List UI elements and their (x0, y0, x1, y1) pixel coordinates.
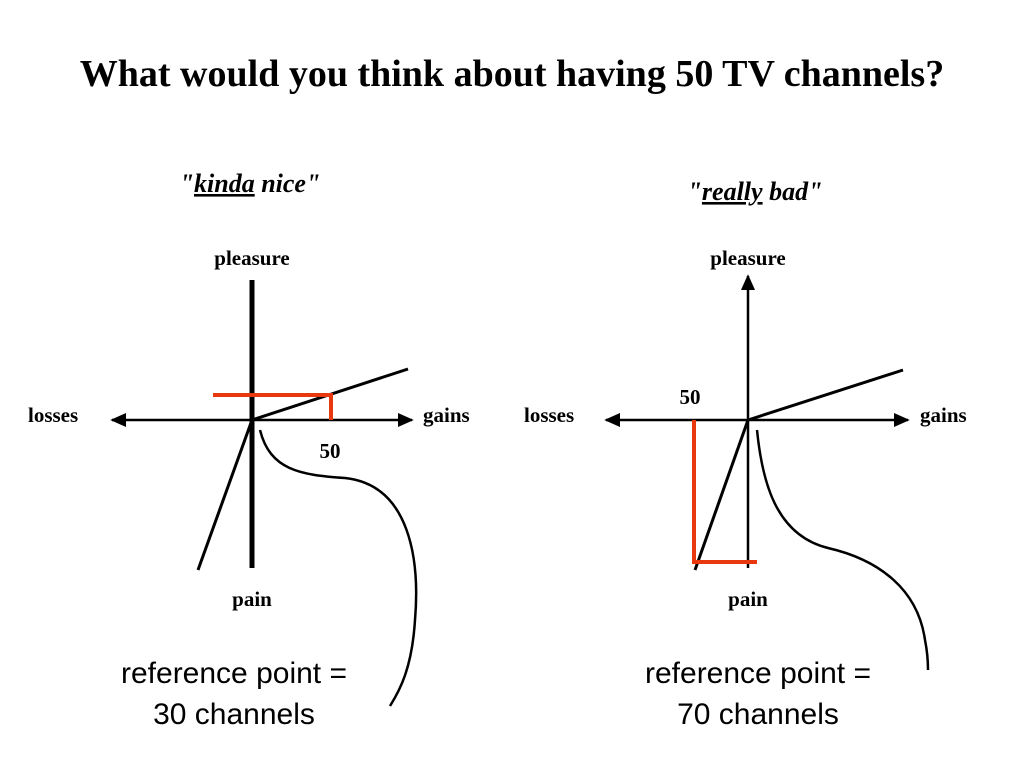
left-loss-curve (196, 419, 254, 571)
right-losses-label: losses (524, 403, 574, 427)
right-reference-line1: reference point = (645, 657, 871, 690)
right-pointer-curve (755, 429, 930, 671)
left-pointer-curve (258, 429, 418, 707)
left-reference-line1: reference point = (121, 657, 347, 690)
left-panel: "kinda nice" pleasure pain losses gains … (28, 169, 470, 731)
right-reference-line2: 70 channels (677, 698, 839, 731)
right-quote: "really bad" (687, 177, 822, 206)
right-gains-label: gains (920, 403, 967, 427)
left-losses-label: losses (28, 403, 78, 427)
right-pain-label: pain (728, 587, 768, 611)
right-marker-label: 50 (680, 385, 701, 409)
right-panel: "really bad" pleasure pain losses gains … (524, 177, 967, 731)
right-highlight-marker (692, 420, 757, 564)
left-gains-label: gains (423, 403, 470, 427)
page-title: What would you think about having 50 TV … (79, 53, 945, 95)
right-pleasure-label: pleasure (710, 246, 785, 270)
left-highlight-marker (213, 393, 333, 420)
left-pleasure-label: pleasure (214, 246, 289, 270)
left-pain-label: pain (232, 587, 272, 611)
left-marker-label: 50 (320, 439, 341, 463)
left-quote: "kinda nice" (180, 169, 321, 198)
left-reference-line2: 30 channels (153, 698, 315, 731)
right-loss-curve (693, 419, 750, 571)
right-gain-curve (747, 368, 904, 422)
